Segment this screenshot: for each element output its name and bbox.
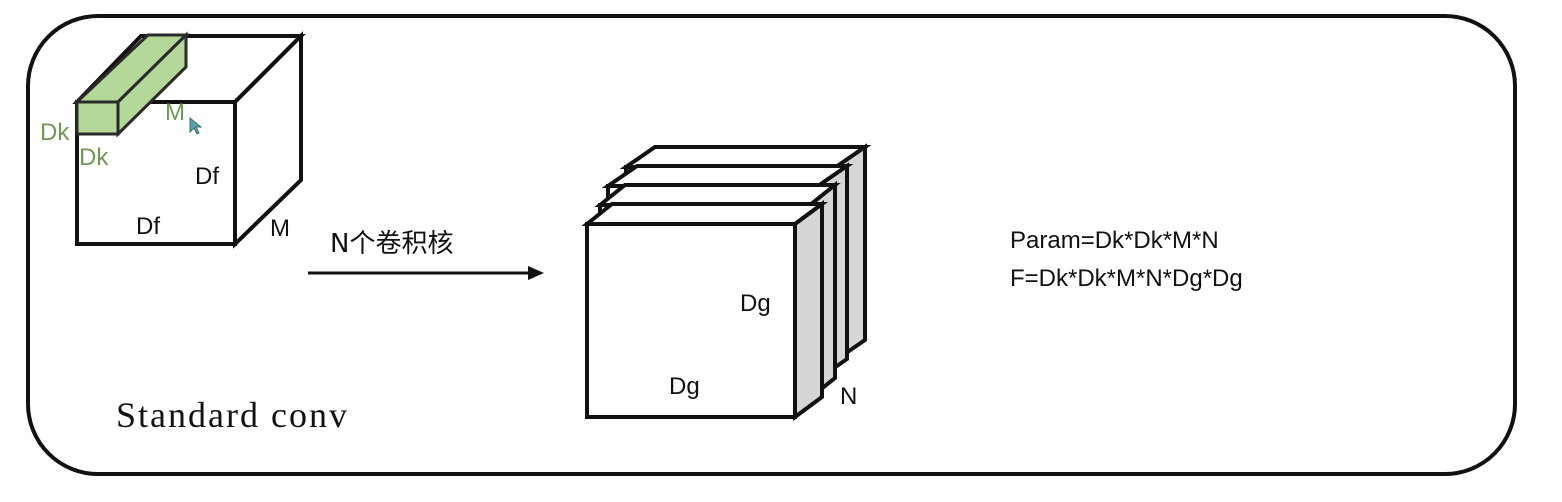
conv-kernel [73, 31, 190, 138]
arrow-label: N个卷积核 [330, 229, 453, 259]
kernel-label-depth: M [165, 99, 185, 126]
kernel-front-face [75, 100, 120, 136]
diagram-frame [26, 14, 1517, 476]
param-formula: Param=Dk*Dk*M*N [1010, 227, 1219, 254]
input-feature-cube [72, 31, 306, 249]
arrow-head [528, 266, 544, 280]
kernel-label-bottom: Dk [79, 144, 109, 171]
output-slab-1 [581, 200, 829, 421]
flops-formula: F=Dk*Dk*M*N*Dg*Dg [1010, 265, 1243, 292]
input-cube-width-label: Df [136, 213, 160, 240]
input-cube-depth-label: M [270, 215, 290, 242]
kernel-label-left: Dk [40, 119, 70, 146]
output-feature-stack [581, 143, 872, 421]
output-height-label: Dg [740, 290, 771, 317]
output-width-label: Dg [669, 373, 700, 400]
diagram-caption: Standard conv [116, 395, 349, 435]
input-cube-height-label: Df [195, 163, 219, 190]
cursor-icon [189, 116, 203, 135]
output-count-label: N [840, 383, 857, 410]
